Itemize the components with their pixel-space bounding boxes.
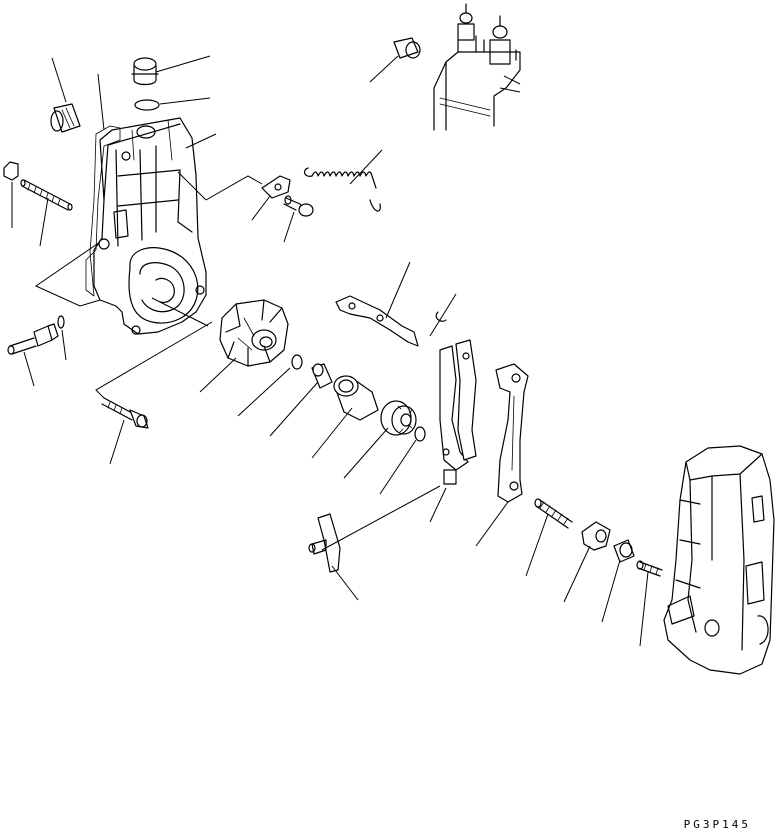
washer-bearing: [414, 426, 426, 442]
bushing: [311, 363, 333, 389]
governor-spring: [303, 167, 381, 212]
thrust-washer: [291, 354, 303, 370]
collar: [613, 539, 635, 563]
small-plug: [393, 37, 421, 59]
top-plug: [131, 57, 159, 86]
lock-nut: [581, 521, 611, 551]
snap-ring: [435, 311, 447, 322]
control-lever: [439, 339, 477, 485]
governor-cover: [663, 445, 775, 675]
ball-bearing: [380, 400, 417, 436]
hollow-bolt: [7, 323, 59, 355]
small-screw: [283, 195, 314, 217]
leader-lines: [11, 55, 649, 647]
link-plate: [261, 175, 291, 199]
tension-lever: [335, 295, 419, 347]
lever-bracket: [308, 513, 341, 573]
o-ring: [134, 99, 160, 111]
washer-left: [57, 315, 65, 329]
stop-screw: [636, 560, 663, 577]
socket-bolt: [101, 397, 149, 429]
floating-lever: [495, 363, 529, 503]
sleeve: [333, 375, 379, 421]
nut: [3, 161, 19, 181]
adjusting-plug: [50, 103, 81, 133]
flyweight-assembly: [219, 299, 289, 367]
long-stud-bolt: [20, 179, 73, 211]
adjusting-screw: [534, 498, 573, 529]
pump-head-outline: [433, 3, 521, 131]
housing-gasket: [85, 125, 121, 297]
drawing-reference-code: PG3P145: [683, 818, 751, 831]
governor-housing: [93, 117, 207, 335]
